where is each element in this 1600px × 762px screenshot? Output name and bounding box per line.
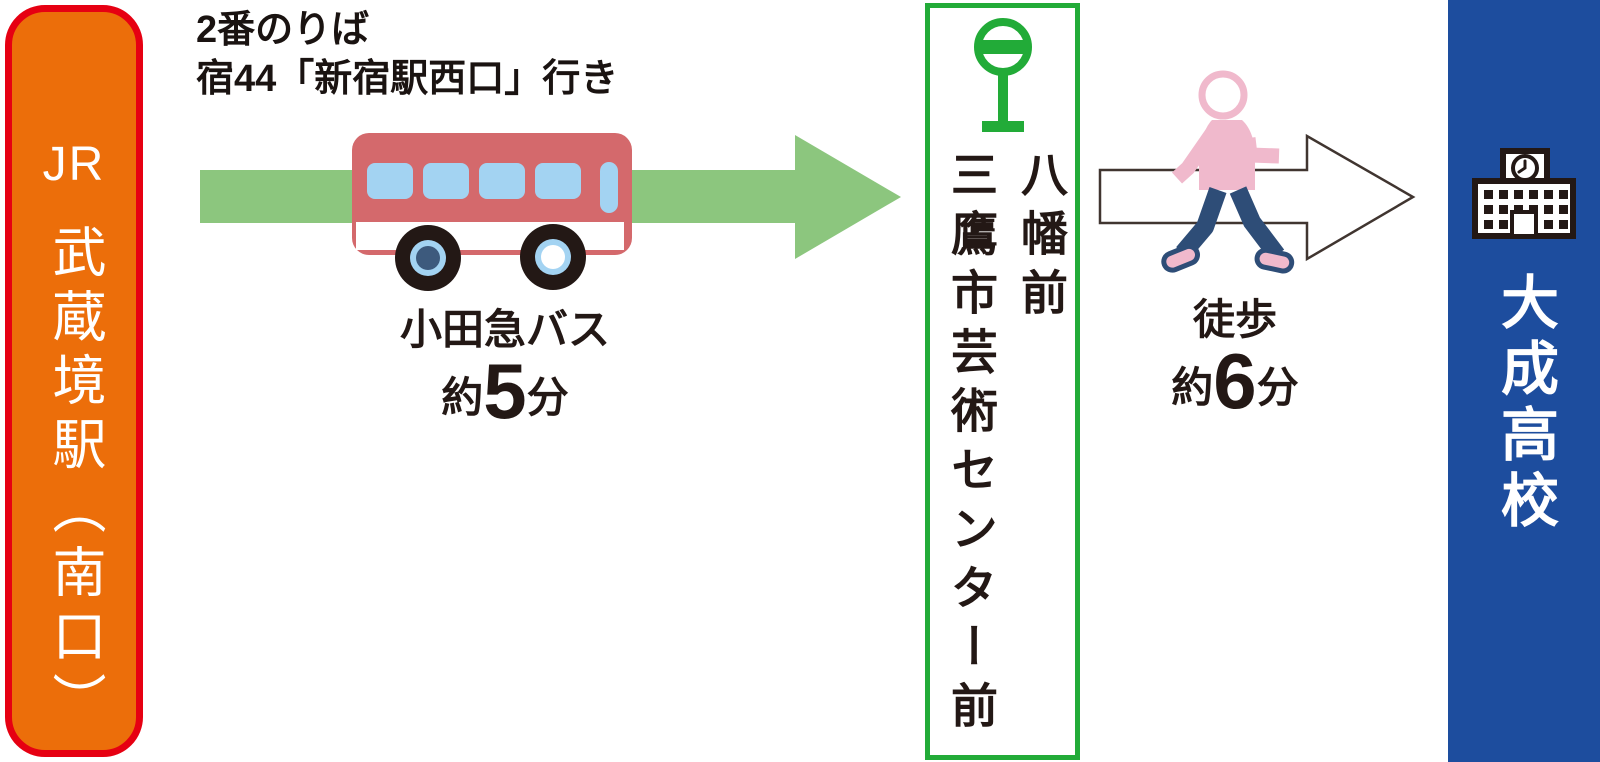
bus-duration-suffix: 分 xyxy=(526,374,569,421)
walk-duration-value: 6 xyxy=(1213,337,1257,425)
bus-stop-sign-icon xyxy=(974,18,1032,132)
bus-icon xyxy=(352,133,632,291)
walk-duration-suffix: 分 xyxy=(1256,364,1299,411)
station-company-label: JR xyxy=(42,138,106,191)
school-icon xyxy=(1472,148,1576,239)
walk-duration: 約6分 xyxy=(1120,342,1350,420)
bus-route-label: 宿44「新宿駅西口」行き xyxy=(196,57,619,100)
bus-stop-name-left-column: 三鷹市芸術センター前 xyxy=(944,150,997,740)
boarding-info: 2番のりば 宿44「新宿駅西口」行き xyxy=(196,6,618,103)
bus-stop-name: 八幡前 三鷹市芸術センター前 xyxy=(930,150,1075,755)
origin-station-name: 武蔵境駅（南口） xyxy=(44,224,104,736)
bus-duration-value: 5 xyxy=(483,347,527,435)
walking-person-icon xyxy=(1161,70,1295,274)
destination-box: 大成高校 xyxy=(1448,0,1600,762)
origin-station-box: JR 武蔵境駅（南口） xyxy=(5,5,143,757)
bus-stop-name-right-column: 八幡前 xyxy=(1014,150,1067,327)
walk-arrow xyxy=(1098,133,1416,262)
bus-duration-prefix: 約 xyxy=(441,374,484,421)
destination-name: 大成高校 xyxy=(1492,272,1557,536)
bus-stop-box: 八幡前 三鷹市芸術センター前 xyxy=(925,3,1080,760)
bus-route-arrow-head xyxy=(795,135,901,259)
bus-duration: 約5分 xyxy=(340,352,670,430)
walk-mode-label: 徒歩 xyxy=(1192,296,1277,343)
walk-duration-prefix: 約 xyxy=(1171,364,1214,411)
bus-platform-label: 2番のりば xyxy=(196,9,370,51)
bus-operator-label: 小田急バス xyxy=(399,306,610,353)
